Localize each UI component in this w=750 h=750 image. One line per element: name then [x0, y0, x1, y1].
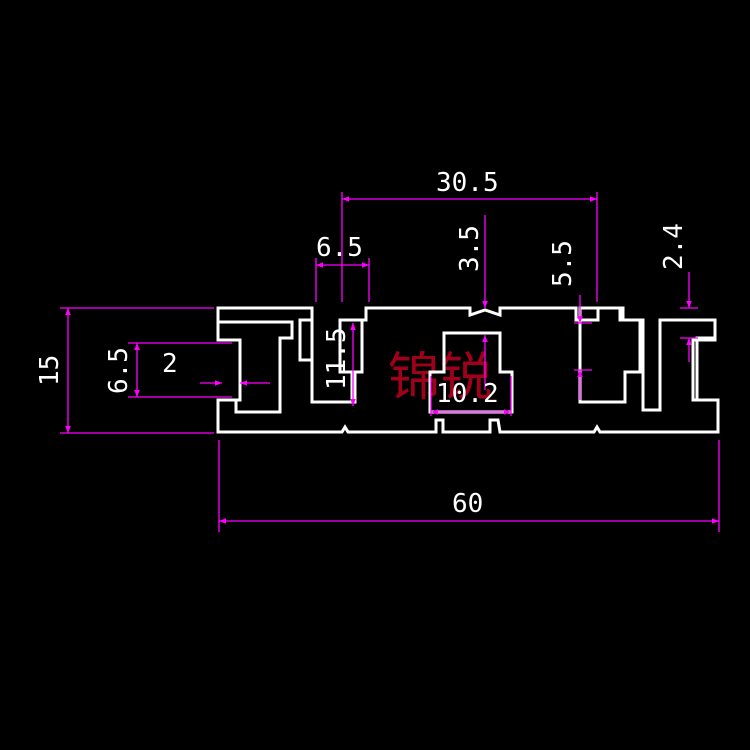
- label-top-span: 30.5: [436, 168, 499, 198]
- label-slot-opening: 6.5: [316, 233, 363, 263]
- label-center-slot-width: 10.2: [436, 379, 499, 409]
- label-right-slot-depth: 5.5: [548, 240, 578, 287]
- label-overall-width: 60: [452, 489, 483, 519]
- right-slot: [660, 318, 718, 402]
- label-side-slot-opening: 6.5: [104, 347, 134, 394]
- label-groove-depth: 3.5: [455, 225, 485, 272]
- label-side-lip: 2: [162, 349, 178, 379]
- watermark-text: 锦锐: [388, 348, 492, 408]
- left-slot: [218, 320, 294, 414]
- label-overall-height: 15: [35, 355, 65, 386]
- label-lip-thickness: 2.4: [659, 223, 689, 270]
- label-slot-height: 11.5: [322, 327, 352, 390]
- profile-outline: [216, 306, 720, 434]
- center-slot: [428, 331, 514, 414]
- dimension-labels: 60 15 30.5 6.5 3.5 5.5 2.4 6.5 2 11.5 10…: [35, 168, 689, 519]
- dimension-lines: [60, 192, 720, 532]
